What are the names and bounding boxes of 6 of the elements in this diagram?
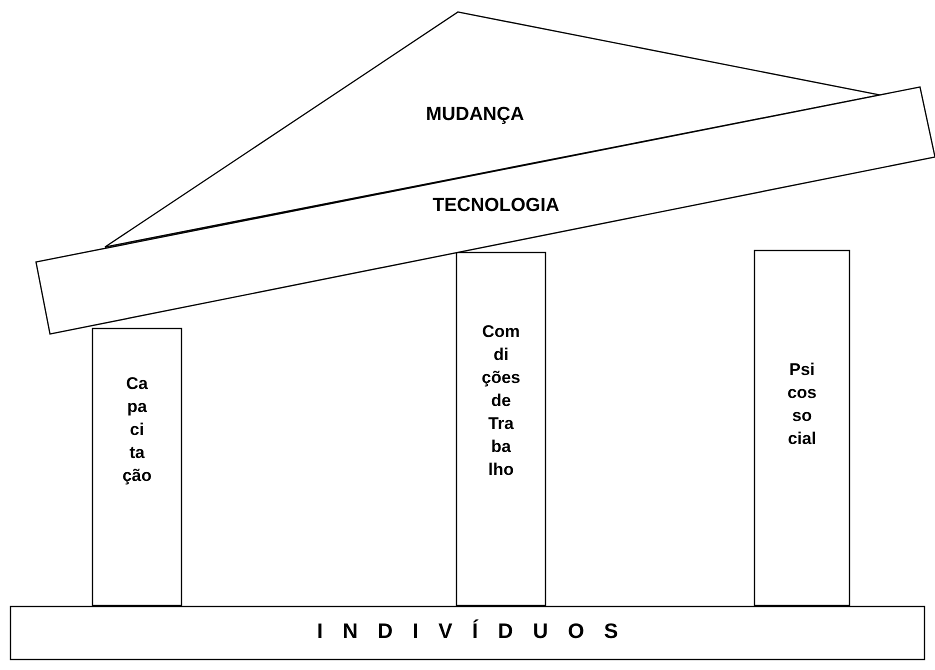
pillar-label: Com di ções de Tra ba lho: [480, 321, 522, 481]
base-label: I N D I V Í D U O S: [316, 620, 620, 644]
pillar-label: Psi cos so cial: [786, 359, 818, 450]
roof-label: MUDANÇA: [424, 104, 526, 126]
beam-label: TECNOLOGIA: [432, 195, 560, 217]
pillar-label: Ca pa ci ta ção: [121, 373, 153, 487]
